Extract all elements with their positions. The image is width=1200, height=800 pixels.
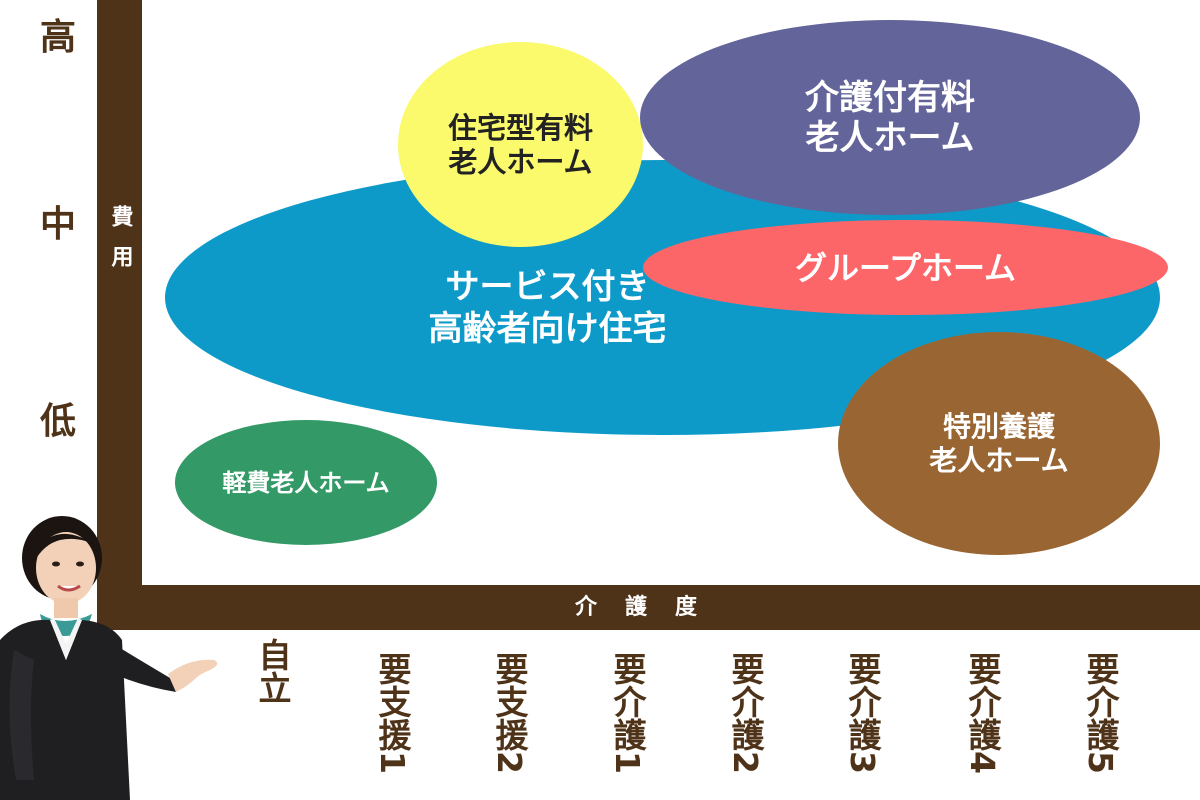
x-category-care-2: 要介護2 (726, 652, 765, 774)
x-category-support-1: 要支援1 (373, 652, 412, 774)
bubble-service-housing-label: サービス付き 高齢者向け住宅 (428, 266, 667, 349)
bubble-residential-fee-home-label: 住宅型有料 老人ホーム (447, 110, 593, 179)
bubble-group-home: グループホーム (643, 220, 1168, 315)
y-axis-bar (97, 0, 142, 630)
y-axis-title: 費用 (97, 205, 142, 285)
x-category-care-4: 要介護4 (963, 652, 1002, 774)
y-level-high: 高 (39, 17, 76, 58)
x-category-independent: 自立 (253, 638, 292, 704)
bubble-low-cost-home-label: 軽費老人ホーム (222, 468, 390, 497)
bubble-nursing-fee-home: 介護付有料 老人ホーム (640, 20, 1140, 215)
bubble-special-nursing-home: 特別養護 老人ホーム (838, 332, 1160, 555)
x-category-care-1: 要介護1 (608, 652, 647, 774)
x-category-care-5: 要介護5 (1081, 652, 1120, 774)
bubble-low-cost-home: 軽費老人ホーム (175, 420, 437, 545)
bubble-nursing-fee-home-label: 介護付有料 老人ホーム (805, 77, 975, 158)
presenter-illustration (0, 516, 218, 800)
bubble-residential-fee-home: 住宅型有料 老人ホーム (398, 42, 643, 247)
bubble-group-home-label: グループホーム (794, 248, 1017, 287)
y-axis-title-text: 費用 (107, 205, 133, 285)
x-axis-bar (97, 585, 1200, 630)
x-category-support-2: 要支援2 (490, 652, 529, 774)
y-level-mid: 中 (39, 204, 76, 245)
y-level-low: 低 (39, 401, 76, 442)
x-axis-title: 介護度 (574, 595, 725, 620)
x-category-care-3: 要介護3 (843, 652, 882, 774)
bubble-special-nursing-home-label: 特別養護 老人ホーム (929, 409, 1069, 477)
